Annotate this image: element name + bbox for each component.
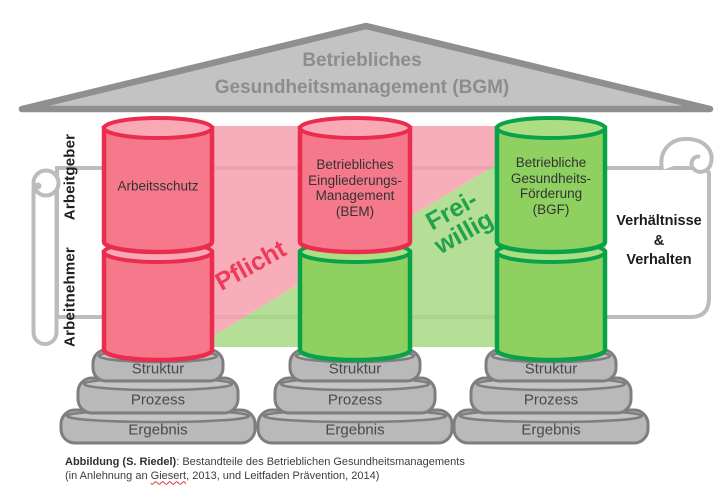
roof-pediment-triangle <box>18 22 714 113</box>
column-bgf <box>494 116 608 363</box>
column-bem <box>297 116 413 363</box>
cylinder-upper-top <box>298 116 412 140</box>
column-bgf-label: Betriebliche Gesundheits- Förderung (BGF… <box>510 155 592 217</box>
banner-scroll-left-roll <box>31 175 59 346</box>
column-bem-label: Betriebliches Eingliederungs- Management… <box>308 157 402 219</box>
cylinder-upper-body <box>101 125 215 255</box>
scroll-note-label: Verhältnisse & Verhalten <box>616 212 702 268</box>
caption-reference-pre: (in Anlehnung an <box>65 469 151 482</box>
column-arbeitsschutz <box>101 116 215 363</box>
figure-caption: Abbildung (S. Riedel): Bestandteile des … <box>65 456 465 483</box>
pedestal-label-ergebnis: Ergebnis <box>521 421 581 439</box>
cylinder-upper-body <box>297 125 413 255</box>
cylinder-lower-body <box>101 249 215 363</box>
caption-description: : Bestandteile des Betrieblichen Gesundh… <box>176 456 465 468</box>
column-arbeitsschutz-label: Arbeitsschutz <box>117 178 199 194</box>
cylinder-lower-body <box>297 249 413 363</box>
cylinder-lower-body <box>494 249 608 363</box>
caption-reference-post: , 2013, und Leitfaden Prävention, 2014) <box>186 469 380 482</box>
banner-scroll-left-curl <box>31 168 61 198</box>
pedestal-label-struktur: Struktur <box>131 360 185 378</box>
caption-source: Abbildung (S. Riedel) <box>65 456 177 468</box>
cylinder-upper-top <box>102 116 214 140</box>
pedestal-label-prozess: Prozess <box>327 391 383 409</box>
banner-scroll-left-curl-core <box>34 182 42 190</box>
pedestal-label-prozess: Prozess <box>130 391 186 409</box>
roof-title: Betriebliches Gesundheitsmanagement (BGM… <box>214 50 510 98</box>
cylinder-upper-top <box>495 116 607 140</box>
employer-label: Arbeitgeber <box>61 133 79 221</box>
pedestal-label-ergebnis: Ergebnis <box>128 421 188 439</box>
employee-label: Arbeitnehmer <box>61 247 79 347</box>
pedestal-label-struktur: Struktur <box>524 360 578 378</box>
caption-line-2: (in Anlehnung an Giesert, 2013, und Leit… <box>65 470 465 484</box>
pedestal-middle <box>256 348 454 445</box>
pedestal-label-struktur: Struktur <box>328 360 382 378</box>
pedestal-label-prozess: Prozess <box>523 391 579 409</box>
pedestal-label-ergebnis: Ergebnis <box>325 421 385 439</box>
caption-line-1: Abbildung (S. Riedel): Bestandteile des … <box>65 456 465 470</box>
caption-reference-name: Giesert <box>150 469 187 482</box>
banner-scroll-right-curl <box>659 136 714 174</box>
cylinder-upper-body <box>494 125 608 255</box>
